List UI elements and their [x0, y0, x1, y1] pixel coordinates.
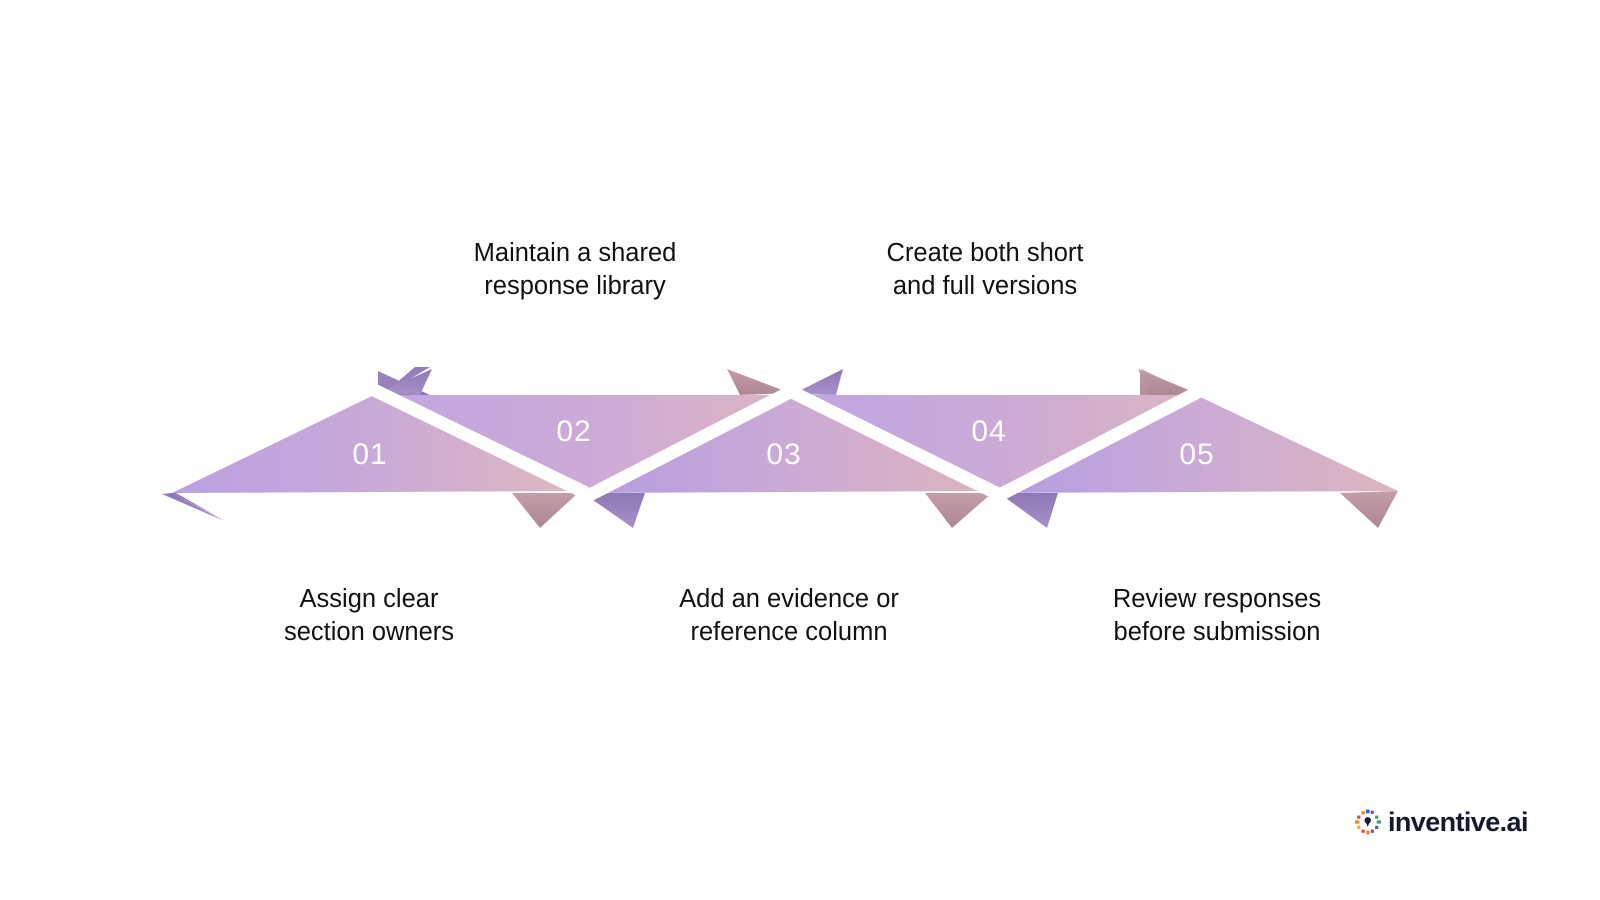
chevron-03-shape: [585, 393, 990, 493]
sep-1: [369, 383, 589, 499]
step-label-01: Assign clear section owners: [283, 585, 455, 646]
step-label-04: Create both short and full versions: [886, 239, 1084, 300]
arrowhead-03: [727, 369, 790, 395]
sep-4: [989, 385, 1203, 505]
arrowhead-02: [378, 369, 432, 395]
bottom-row-chevrons: [172, 393, 1398, 493]
step-number-01: 01: [352, 438, 387, 471]
arrowhead-03b: [793, 369, 843, 395]
chevron-01-shape: [172, 393, 578, 493]
top-row-chevrons: [383, 395, 1196, 493]
tip-01-left-notch: [162, 493, 224, 521]
step-numbers: 01 02 03 04 05: [352, 415, 1214, 471]
step-number-02: 02: [556, 415, 591, 448]
step-label-02: Maintain a shared response library: [473, 239, 677, 300]
brand-logo-text: inventive.ai: [1388, 806, 1528, 837]
step-number-04: 04: [971, 415, 1006, 448]
chevron-05-shape: [999, 395, 1398, 493]
inventive-pinwheel-icon: [1355, 809, 1381, 835]
chevron-02-shape: [383, 395, 793, 493]
arrowhead-05: [1138, 369, 1196, 395]
chevron-04-shape: [797, 395, 1196, 493]
tip-03-right: [925, 493, 992, 528]
tip-01-right: [512, 493, 578, 528]
step-number-03: 03: [766, 438, 801, 471]
brand-logo: inventive.ai: [1355, 805, 1528, 839]
chevron-arrow-heads: [378, 369, 1196, 395]
sep-2: [579, 385, 795, 505]
step-label-03: Add an evidence or reference column: [679, 585, 899, 646]
tip-02-tail: [583, 493, 645, 528]
tip-05-right: [1340, 491, 1398, 528]
step-label-05: Review responses before submission: [1112, 585, 1322, 646]
step-number-05: 05: [1179, 438, 1214, 471]
chevron-separators: [369, 383, 1203, 505]
tip-04-tail: [999, 493, 1058, 528]
tip-01-left: [172, 493, 225, 521]
sep-3: [783, 383, 1001, 500]
